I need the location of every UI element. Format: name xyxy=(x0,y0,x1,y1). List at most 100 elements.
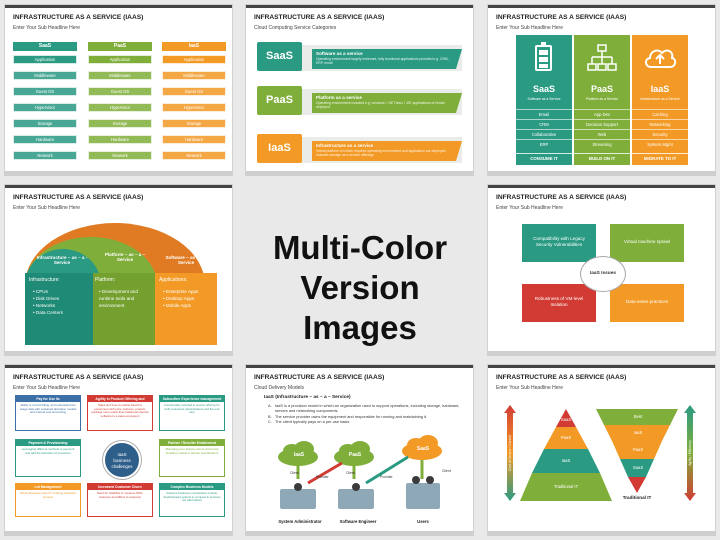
paas-tag-label: PaaS xyxy=(266,94,293,106)
iaas-head: Infrastructure as a service xyxy=(316,143,374,148)
challenge-box: Agility in Product Offering and Launchin… xyxy=(87,395,153,431)
slide-footer xyxy=(246,171,473,175)
category-row-paas: PaaS Platform as a service Operating env… xyxy=(257,86,462,115)
column-footer: MIGRATE TO IT xyxy=(632,153,688,161)
inverted-level-best: Best xyxy=(633,414,643,419)
cloud-label-saas: SaaS xyxy=(416,446,430,452)
arrow-label-client: Client xyxy=(290,471,299,475)
slide-top-bar xyxy=(5,185,232,188)
column-item: Web xyxy=(574,129,630,139)
category-row-iaas: IaaS Infrastructure as a service Virtual… xyxy=(257,134,462,163)
slide-top-bar xyxy=(5,365,232,368)
iaas-column xyxy=(632,35,688,165)
pyramid-level-paas: PaaS xyxy=(560,435,572,440)
arch-column-item: • Enterprise Apps xyxy=(163,289,199,294)
pyramid-level-saas: SaaS xyxy=(560,417,572,422)
inverted-level-paas: PaaS xyxy=(632,447,644,452)
challenge-box-head: Complex Business Models xyxy=(160,484,224,490)
arc-label-platform: Platform – as – a – Service xyxy=(104,252,146,262)
cloud-label-iaas: IaaS xyxy=(293,452,305,458)
arch-column-item: • Mobile Apps xyxy=(163,303,191,308)
paas-banner: Platform as a service Operating environm… xyxy=(312,93,462,113)
slide-subtitle: Enter Your Sub Headline Here xyxy=(13,25,80,31)
arc-label-software: Software – as – a – Service xyxy=(165,255,207,265)
column-header: PaaS xyxy=(88,42,152,51)
pyramid-level-traditional: Traditional IT xyxy=(553,484,579,489)
person-label-users: Users xyxy=(417,519,429,524)
layer-cell: Network xyxy=(13,151,77,160)
pyramid-level-iaas: IaaS xyxy=(561,458,571,463)
arrow-label-provider: Provider xyxy=(380,475,393,479)
layer-cell: Application xyxy=(13,55,77,64)
slide-top-bar xyxy=(488,365,715,368)
column-footer: BUILD ON IT xyxy=(574,153,630,161)
saas-desc: Operating environment largely irrelevant… xyxy=(316,57,449,65)
challenge-box-head: Partner / Reseller Enablement xyxy=(160,440,224,446)
column-name: SaaS xyxy=(532,84,556,94)
column-item: Email xyxy=(516,109,572,119)
slide-iaas-issues[interactable]: INFRASTRUCTURE AS A SERVICE (IAAS) Enter… xyxy=(487,184,716,356)
issue-box-isolation: Robustness of VM-level Isolation xyxy=(522,284,596,322)
arch-diagram xyxy=(25,223,217,345)
arrow-label-client: Client xyxy=(346,471,355,475)
column-item: Collaborative xyxy=(516,129,572,139)
iaas-desc: Virtual platform on which required opera… xyxy=(316,149,447,157)
battery-icon xyxy=(535,42,552,71)
column-header: IaaS xyxy=(162,42,226,51)
column-header: SaaS xyxy=(13,42,77,51)
slide-title: INFRASTRUCTURE AS A SERVICE (IAAS) xyxy=(496,374,627,381)
arch-column-head: Infrastructure: xyxy=(29,277,60,283)
headline-line-2: Version Images xyxy=(300,269,420,346)
layer-cell: Hardware xyxy=(13,135,77,144)
layer-cell: Hypervisor xyxy=(13,103,77,112)
software-panel xyxy=(155,273,217,345)
slide-subtitle: Cloud Computing Service Categories xyxy=(254,25,337,31)
arrow-label-client: Client xyxy=(442,469,451,473)
slide-pyramids[interactable]: INFRASTRUCTURE AS A SERVICE (IAAS) Enter… xyxy=(487,364,716,536)
arch-column-item: • Development and runtime tools and envi… xyxy=(99,289,138,308)
slide-service-columns[interactable]: INFRASTRUCTURE AS A SERVICE (IAAS) Enter… xyxy=(487,4,716,176)
challenge-box-body: Managing your delivery across direct and… xyxy=(165,447,219,455)
layer-cell: Hardware xyxy=(88,135,152,144)
center-headline: Multi-Color Version Images xyxy=(242,228,478,348)
slide-service-layers[interactable]: INFRASTRUCTURE AS A SERVICE (IAAS) Enter… xyxy=(4,4,233,176)
column-item: ERP xyxy=(516,139,572,149)
column-item: CRM xyxy=(516,119,572,129)
slide-title: INFRASTRUCTURE AS A SERVICE (IAAS) xyxy=(496,14,627,21)
layer-cell: Application xyxy=(162,55,226,64)
challenge-box-body: Define Business rules for ordering activ… xyxy=(19,491,77,499)
left-axis-arrow xyxy=(504,405,516,501)
slide-service-categories[interactable]: INFRASTRUCTURE AS A SERVICE (IAAS) Cloud… xyxy=(245,4,474,176)
person-label-engineer: Software Engineer xyxy=(339,519,377,524)
platform-panel xyxy=(93,273,157,345)
layer-cell: Storage xyxy=(88,119,152,128)
challenge-box-head: Subscriber Experience management xyxy=(160,396,224,402)
column-footer: CONSUME IT xyxy=(516,153,572,161)
layer-cell: Guest OS xyxy=(162,87,226,96)
slide-top-bar xyxy=(488,5,715,8)
delivery-heading: IaaS (Infrastructure – as – a – Service) xyxy=(264,395,351,400)
arc-label-infra: Infrastructure – as – a - Service xyxy=(36,255,88,265)
slide-title: INFRASTRUCTURE AS A SERVICE (IAAS) xyxy=(496,194,627,201)
issue-text: Virtual machine sprawl xyxy=(623,239,671,244)
issue-text: Robustness of VM-level Isolation xyxy=(534,296,584,307)
slide-footer xyxy=(5,531,232,535)
challenge-box-body: Need for reliability to measure KPIs, cu… xyxy=(96,491,144,499)
slide-title: INFRASTRUCTURE AS A SERVICE (IAAS) xyxy=(254,374,385,381)
slide-title: INFRASTRUCTURE AS A SERVICE (IAAS) xyxy=(13,374,144,381)
layer-cell: Application xyxy=(88,55,152,64)
slide-service-arcs[interactable]: INFRASTRUCTURE AS A SERVICE (IAAS) Enter… xyxy=(4,184,233,356)
column-caption: Software as a Service xyxy=(527,97,561,101)
column-caption: Platform as a Service xyxy=(585,97,619,101)
challenge-box-head: Payment & Provisioning xyxy=(16,440,80,446)
slide-business-challenges[interactable]: INFRASTRUCTURE AS A SERVICE (IAAS) Enter… xyxy=(4,364,233,536)
slide-delivery-models[interactable]: INFRASTRUCTURE AS A SERVICE (IAAS) Cloud… xyxy=(245,364,474,536)
slide-footer xyxy=(5,171,232,175)
arch-column-head: Platform: xyxy=(95,277,116,283)
challenge-box-body: Ability to control billing, and understa… xyxy=(19,403,77,415)
category-row-saas: SaaS Software as a service Operating env… xyxy=(257,42,462,71)
